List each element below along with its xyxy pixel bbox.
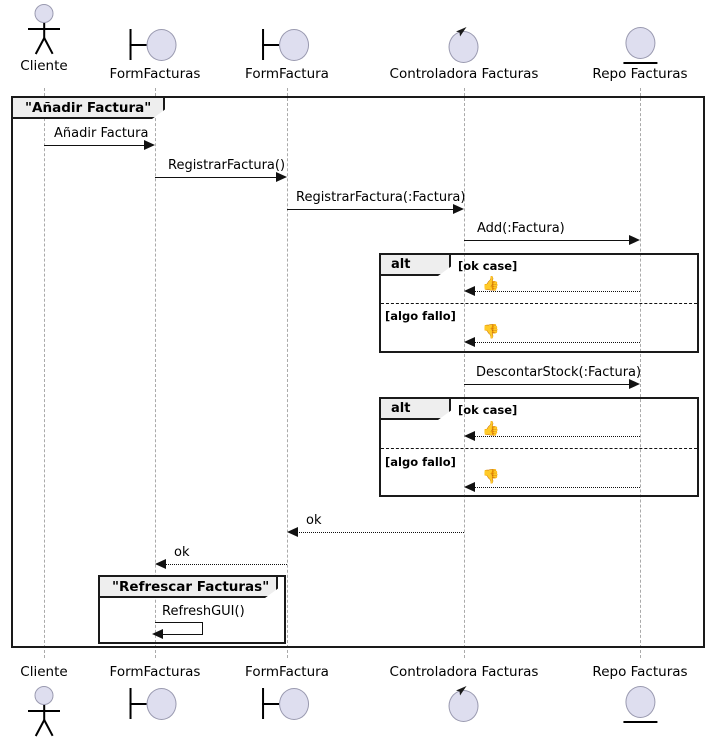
participant-head-cliente[interactable]: Cliente xyxy=(14,2,74,74)
arrow-head-fallo-return-2 xyxy=(464,482,475,492)
message-label-add-factura: Add(:Factura) xyxy=(477,221,565,236)
frame-label-refrescar-facturas: "Refrescar Facturas" xyxy=(100,577,278,598)
boundary-circle-icon xyxy=(125,24,185,66)
participant-label-formfacturas: FormFacturas xyxy=(109,66,201,82)
lifeline-formfacturas xyxy=(155,88,156,658)
thumbs-up-icon: 👍 xyxy=(482,276,500,292)
message-label-ok-2: ok xyxy=(174,545,190,560)
arrow-head-registrarfactura xyxy=(276,172,287,182)
arrow-head-ok-return-2 xyxy=(464,431,475,441)
participant-foot-cliente[interactable]: Cliente xyxy=(14,664,74,737)
message-label-anadir-factura: Añadir Factura xyxy=(54,126,149,141)
arrow-head-fallo-return-1 xyxy=(464,337,475,347)
participant-label-formfacturas-bottom: FormFacturas xyxy=(109,664,201,680)
arrow-head-anadir-factura xyxy=(144,140,155,150)
guard-alt-1-ok: [ok case] xyxy=(458,259,518,273)
message-line-ok-1 xyxy=(296,532,464,533)
message-label-registrarfactura: RegistrarFactura() xyxy=(168,158,286,173)
alt-2-divider xyxy=(381,448,697,449)
control-arrow-glyph xyxy=(456,686,467,696)
participant-head-formfactura[interactable]: FormFactura xyxy=(245,24,329,82)
participant-head-controladora[interactable]: Controladora Facturas xyxy=(389,24,539,82)
participant-foot-formfacturas[interactable]: FormFacturas xyxy=(109,664,201,725)
guard-alt-1-fallo: [algo fallo] xyxy=(385,309,456,323)
message-line-anadir-factura xyxy=(44,145,145,146)
control-arrow-glyph xyxy=(456,27,467,37)
participant-foot-controladora[interactable]: Controladora Facturas xyxy=(389,664,539,725)
participant-foot-formfactura[interactable]: FormFactura xyxy=(245,664,329,725)
boundary-circle-icon xyxy=(257,683,317,725)
alt-1-divider xyxy=(381,303,697,304)
lifeline-repo xyxy=(640,88,641,658)
participant-head-formfacturas[interactable]: FormFacturas xyxy=(109,24,201,82)
message-line-fallo-return-1 xyxy=(473,342,640,343)
participant-head-repo[interactable]: Repo Facturas xyxy=(592,24,688,82)
boundary-circle-icon xyxy=(125,683,185,725)
entity-circle-line-icon xyxy=(610,683,670,725)
message-label-ok-1: ok xyxy=(306,513,322,528)
actor-stick-figure-icon xyxy=(14,2,74,55)
frame-label-anadir-factura: "Añadir Factura" xyxy=(13,98,165,119)
control-circle-arrow-icon xyxy=(434,683,494,725)
message-line-add-factura xyxy=(464,240,630,241)
guard-alt-2-ok: [ok case] xyxy=(458,403,518,417)
frame-alt-1: alt xyxy=(379,253,699,353)
participant-label-controladora-bottom: Controladora Facturas xyxy=(389,664,539,680)
participant-label-formfactura: FormFactura xyxy=(245,66,329,82)
participant-label-cliente: Cliente xyxy=(20,58,68,74)
frame-label-alt-1: alt xyxy=(381,255,451,276)
lifeline-controladora xyxy=(464,88,465,658)
arrow-head-descontarstock xyxy=(629,379,640,389)
arrow-head-ok-1 xyxy=(287,527,298,537)
participant-label-formfactura-bottom: FormFactura xyxy=(245,664,329,680)
message-line-ok-return-1 xyxy=(473,291,640,292)
message-label-registrarfactura-factura: RegistrarFactura(:Factura) xyxy=(296,190,466,205)
lifeline-formfactura xyxy=(287,88,288,658)
message-line-descontarstock xyxy=(464,384,630,385)
arrow-head-add-factura xyxy=(629,235,640,245)
message-line-ok-2 xyxy=(164,564,287,565)
arrow-head-refreshgui xyxy=(152,629,163,639)
actor-stick-figure-icon xyxy=(14,684,74,737)
frame-anadir-factura: "Añadir Factura" xyxy=(11,96,705,648)
frame-alt-2: alt xyxy=(379,397,699,497)
arrow-head-ok-2 xyxy=(155,559,166,569)
thumbs-down-icon: 👎 xyxy=(482,324,500,340)
arrow-head-registrarfactura-factura xyxy=(453,204,464,214)
participant-label-repo-bottom: Repo Facturas xyxy=(592,664,688,680)
message-label-refreshgui: RefreshGUI() xyxy=(162,604,245,619)
message-line-fallo-return-2 xyxy=(473,487,640,488)
lifeline-cliente xyxy=(44,88,45,658)
participant-foot-repo[interactable]: Repo Facturas xyxy=(592,664,688,725)
self-message-box-refreshgui xyxy=(155,622,203,635)
message-line-registrarfactura-factura xyxy=(287,209,454,210)
participant-label-cliente-bottom: Cliente xyxy=(20,664,68,680)
message-line-registrarfactura xyxy=(155,177,277,178)
entity-circle-line-icon xyxy=(610,24,670,66)
participant-label-controladora: Controladora Facturas xyxy=(389,66,539,82)
control-circle-arrow-icon xyxy=(434,24,494,66)
boundary-circle-icon xyxy=(257,24,317,66)
arrow-head-ok-return-1 xyxy=(464,286,475,296)
message-line-ok-return-2 xyxy=(473,436,640,437)
thumbs-up-icon: 👍 xyxy=(482,421,500,437)
participant-label-repo: Repo Facturas xyxy=(592,66,688,82)
guard-alt-2-fallo: [algo fallo] xyxy=(385,455,456,469)
message-label-descontarstock: DescontarStock(:Factura) xyxy=(476,365,642,380)
frame-label-alt-2: alt xyxy=(381,399,451,420)
thumbs-down-icon: 👎 xyxy=(482,469,500,485)
frame-refrescar-facturas: "Refrescar Facturas" xyxy=(98,575,286,644)
